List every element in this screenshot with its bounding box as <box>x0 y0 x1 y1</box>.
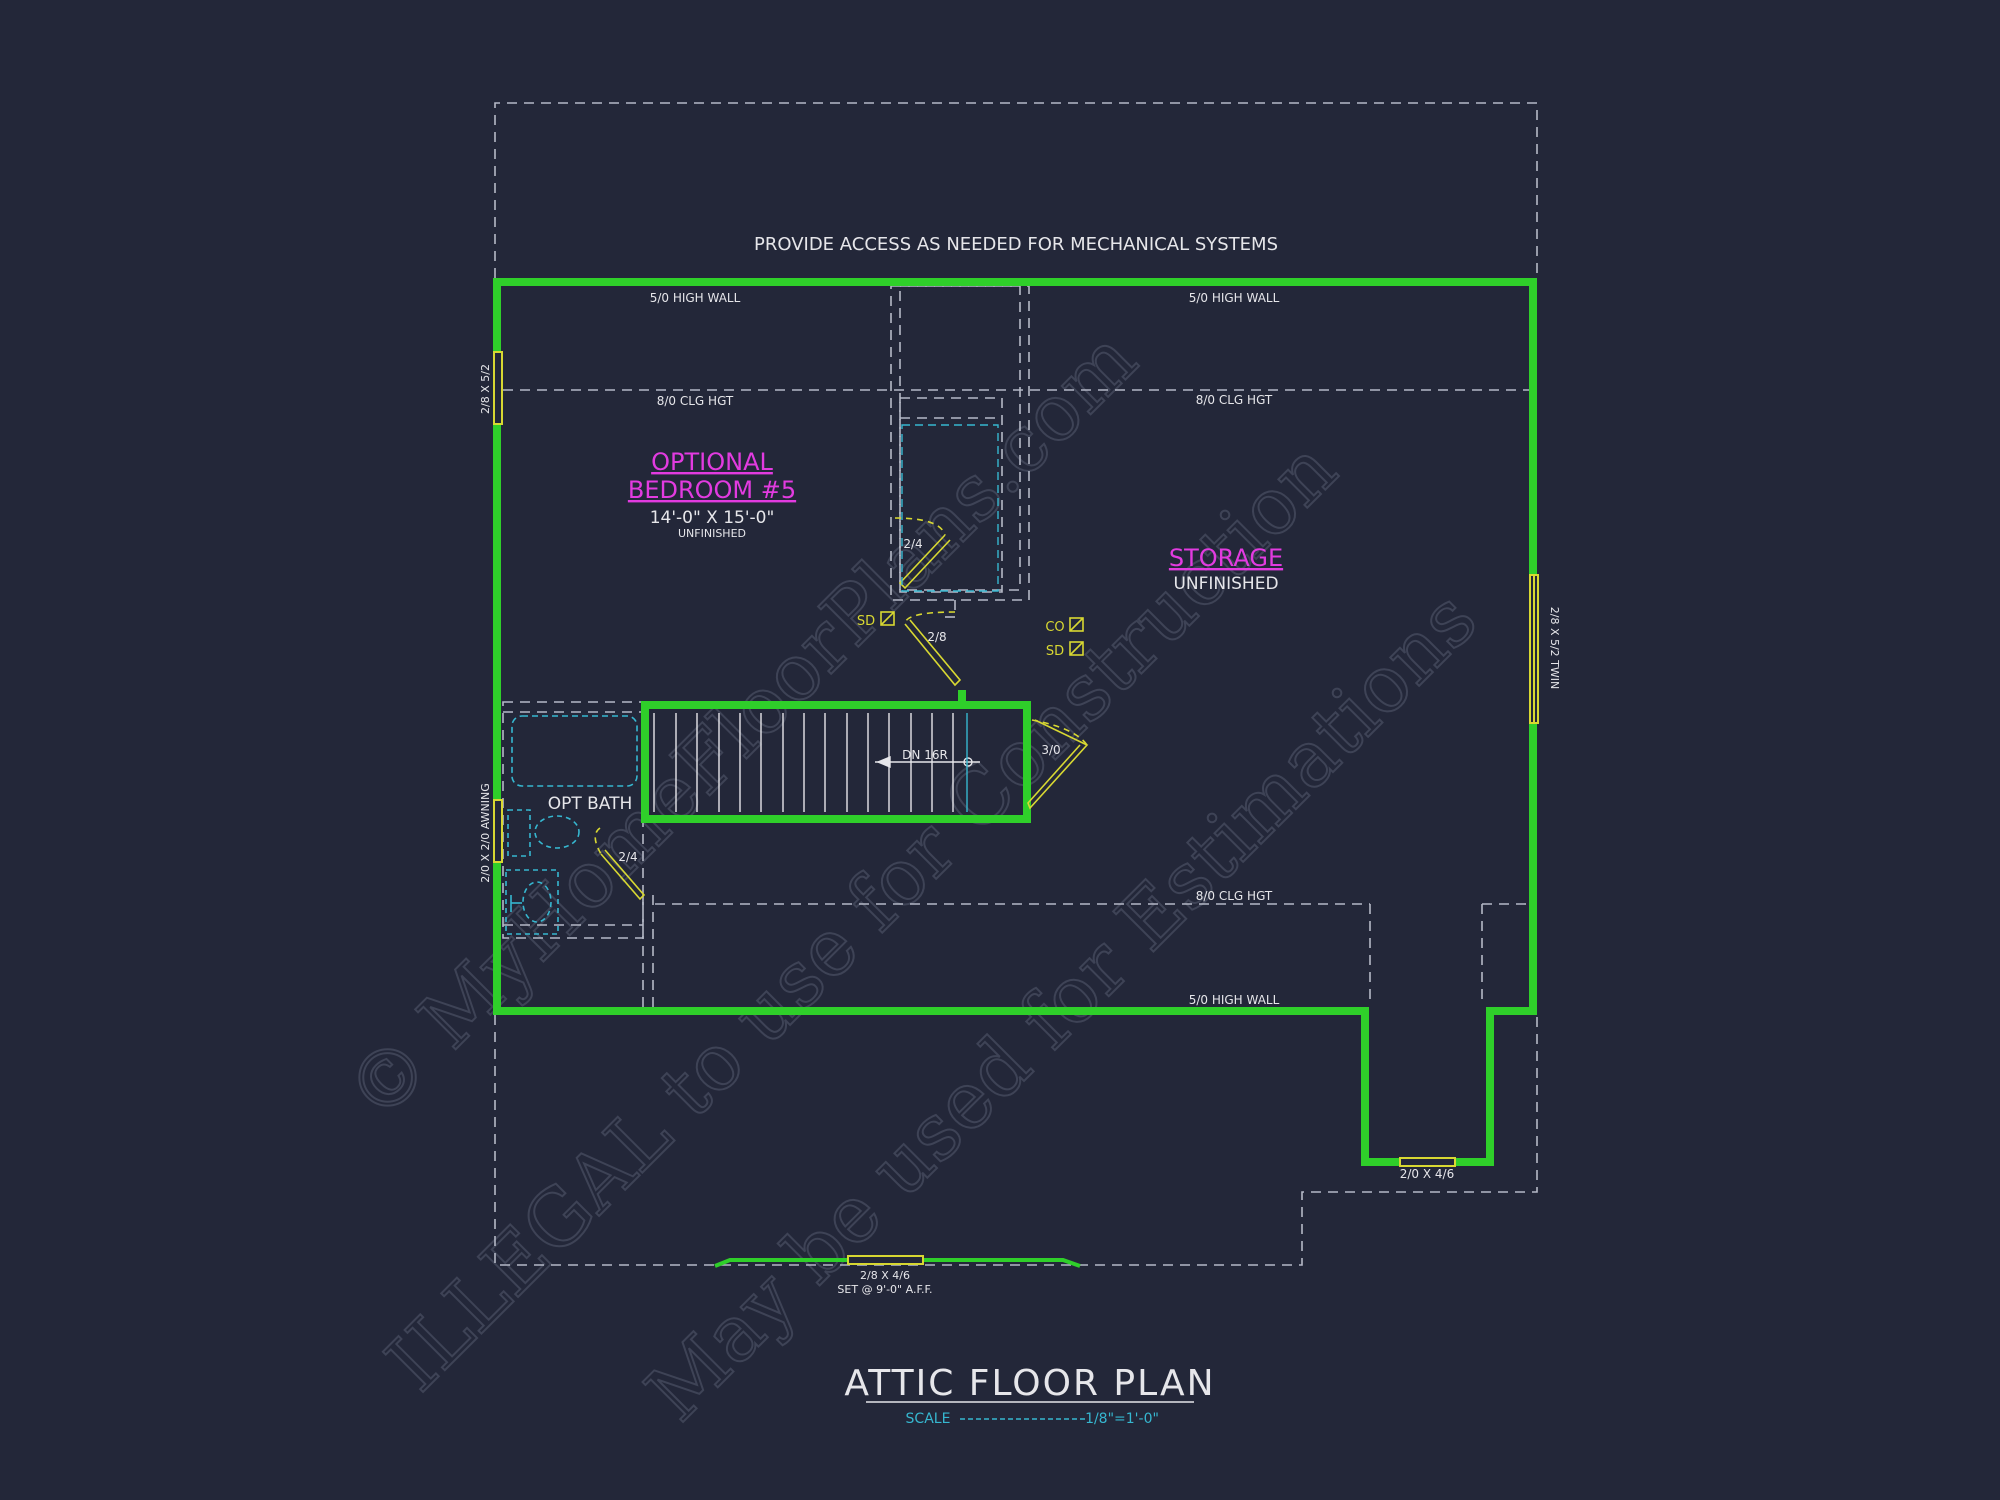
vanity-icon <box>505 869 559 935</box>
high-wall-note-bottom: 5/0 HIGH WALL <box>1189 993 1280 1007</box>
ceiling-height-note-left: 8/0 CLG HGT <box>657 394 734 408</box>
storage-status: UNFINISHED <box>1173 574 1278 594</box>
window-left-top <box>493 351 503 425</box>
bath-door-size: 2/4 <box>618 850 637 864</box>
bedroom-status: UNFINISHED <box>678 527 746 540</box>
stair-label: DN 16R <box>902 748 948 762</box>
closet-door-leaf <box>898 534 951 590</box>
bedroom-title-line-1: OPTIONAL <box>651 448 773 476</box>
bath-door-leaf <box>600 849 646 901</box>
toilet-bowl-icon <box>534 815 580 849</box>
doors <box>594 517 1089 901</box>
toilet-tank-icon <box>507 809 531 857</box>
window-bump <box>1399 1157 1456 1167</box>
smoke-detector-icon-1 <box>880 611 895 626</box>
high-wall-note-left: 5/0 HIGH WALL <box>650 291 741 305</box>
stair-door-size: 3/0 <box>1041 743 1060 757</box>
storage-title: STORAGE <box>1169 544 1283 572</box>
plan-title: ATTIC FLOOR PLAN <box>844 1363 1215 1404</box>
scale-value: 1/8"=1'-0" <box>1085 1411 1159 1427</box>
labels: PROVIDE ACCESS AS NEEDED FOR MECHANICAL … <box>479 234 1561 1427</box>
bedroom-title-line-2: BEDROOM #5 <box>628 476 796 504</box>
smoke-detector-label-2: SD <box>1046 644 1064 659</box>
smoke-detector-icon-2 <box>1069 641 1084 656</box>
closet-outline <box>899 397 1003 593</box>
ceiling-height-note-bottom: 8/0 CLG HGT <box>1196 889 1273 903</box>
closet-door-swing <box>894 517 946 536</box>
high-wall-note-right: 5/0 HIGH WALL <box>1189 291 1280 305</box>
window-bottom <box>847 1255 924 1265</box>
stair-treads <box>653 713 980 812</box>
closet-door-size: 2/4 <box>903 537 922 551</box>
bedroom-door-swing <box>904 611 956 625</box>
stair-door-leaf <box>1027 719 1089 810</box>
stair-start-marker <box>963 757 973 767</box>
window-left-bottom-label: 2/0 X 2/0 AWNING <box>479 783 492 882</box>
sink-icon <box>522 881 552 923</box>
roof-outline-bottom <box>494 1015 1538 1266</box>
stair-arrow-icon <box>876 755 891 769</box>
bath-title: OPT BATH <box>548 794 633 814</box>
bath-door-swing <box>594 827 602 855</box>
co-detector-label: CO <box>1045 620 1064 635</box>
bedroom-door-leaf <box>904 619 962 687</box>
roof-outline-top <box>494 102 1538 278</box>
window-right-label: 2/8 X 5/2 TWIN <box>1548 607 1561 690</box>
bathtub-icon <box>511 715 638 787</box>
bath-fixtures <box>505 715 638 935</box>
window-left-bottom <box>493 799 503 863</box>
stair-wall <box>641 701 1031 823</box>
window-left-top-label: 2/8 X 5/2 <box>479 364 492 414</box>
ceiling-height-note-right: 8/0 CLG HGT <box>1196 393 1273 407</box>
exterior-wall <box>493 278 1537 1166</box>
detectors <box>880 611 1084 656</box>
windows <box>493 351 1539 1265</box>
window-bottom-label-2: SET @ 9'-0" A.F.F. <box>837 1283 932 1296</box>
window-bottom-label-1: 2/8 X 4/6 <box>860 1269 910 1282</box>
window-bump-label: 2/0 X 4/6 <box>1400 1167 1454 1181</box>
bedroom-door-size: 2/8 <box>927 630 946 644</box>
smoke-detector-label-1: SD <box>857 614 875 629</box>
bedroom-size: 14'-0" X 15'-0" <box>650 508 775 528</box>
mechanical-note: PROVIDE ACCESS AS NEEDED FOR MECHANICAL … <box>754 234 1278 255</box>
co-detector-icon <box>1069 617 1084 632</box>
scale-label: SCALE <box>906 1411 951 1427</box>
stair-door-swing <box>1031 719 1088 746</box>
